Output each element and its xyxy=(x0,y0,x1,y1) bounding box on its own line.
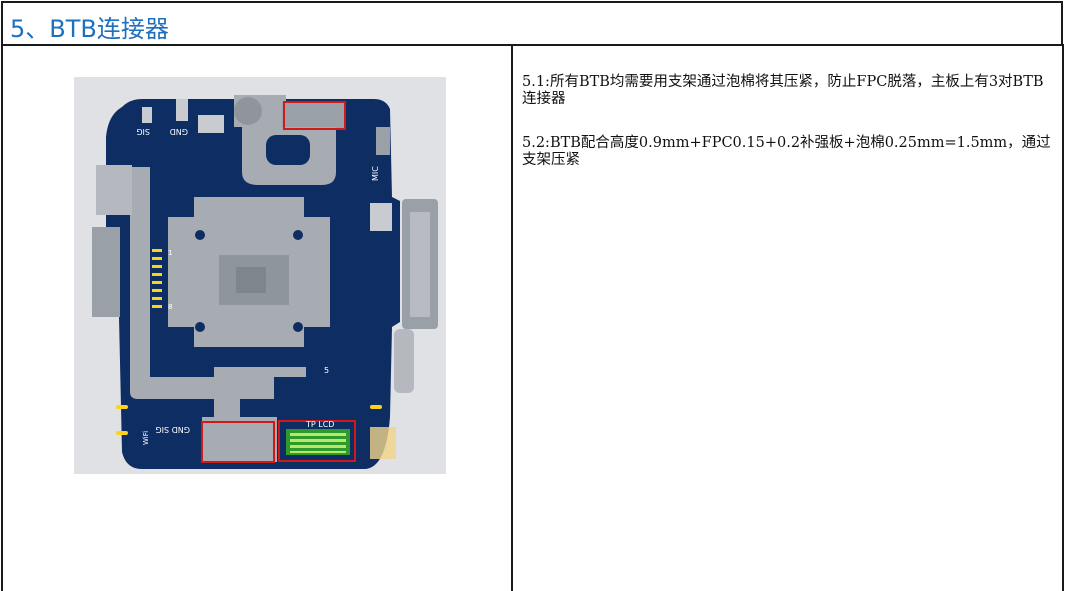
highlight-box-bottom-right xyxy=(278,420,356,462)
highlight-box-top xyxy=(283,101,346,130)
label-sig-top: SIG xyxy=(136,127,150,136)
label-tp-lcd: TP LCD xyxy=(305,420,334,429)
label-pin1: 1 xyxy=(168,249,172,257)
image-cell xyxy=(1,44,513,591)
note-5-2: 5.2:BTB配合高度0.9mm+FPC0.15+0.2补强板+泡棉0.25mm… xyxy=(522,135,1051,168)
note-5-1: 5.1:所有BTB均需要用支架通过泡棉将其压紧，防止FPC脱落，主板上有3对BT… xyxy=(522,74,1044,107)
label-conn-num: 5 xyxy=(324,366,329,375)
section-title: 5、BTB连接器 xyxy=(10,15,169,43)
label-gnd-top: GND xyxy=(170,127,188,136)
notes-cell: 5.1:所有BTB均需要用支架通过泡棉将其压紧，防止FPC脱落，主板上有3对BT… xyxy=(511,44,1064,591)
label-pin8: 8 xyxy=(168,303,172,311)
highlight-box-bottom-left xyxy=(201,421,275,463)
label-mic: MIC xyxy=(371,166,380,181)
label-wifi: WiFi xyxy=(142,431,150,445)
section-header: 5、BTB连接器 xyxy=(1,1,1063,46)
pcb-image: SIG GND MIC WiFi GND SIG TP LCD 1 8 5 xyxy=(74,77,446,474)
label-gnd-sig-bottom: GND SIG xyxy=(155,425,190,434)
